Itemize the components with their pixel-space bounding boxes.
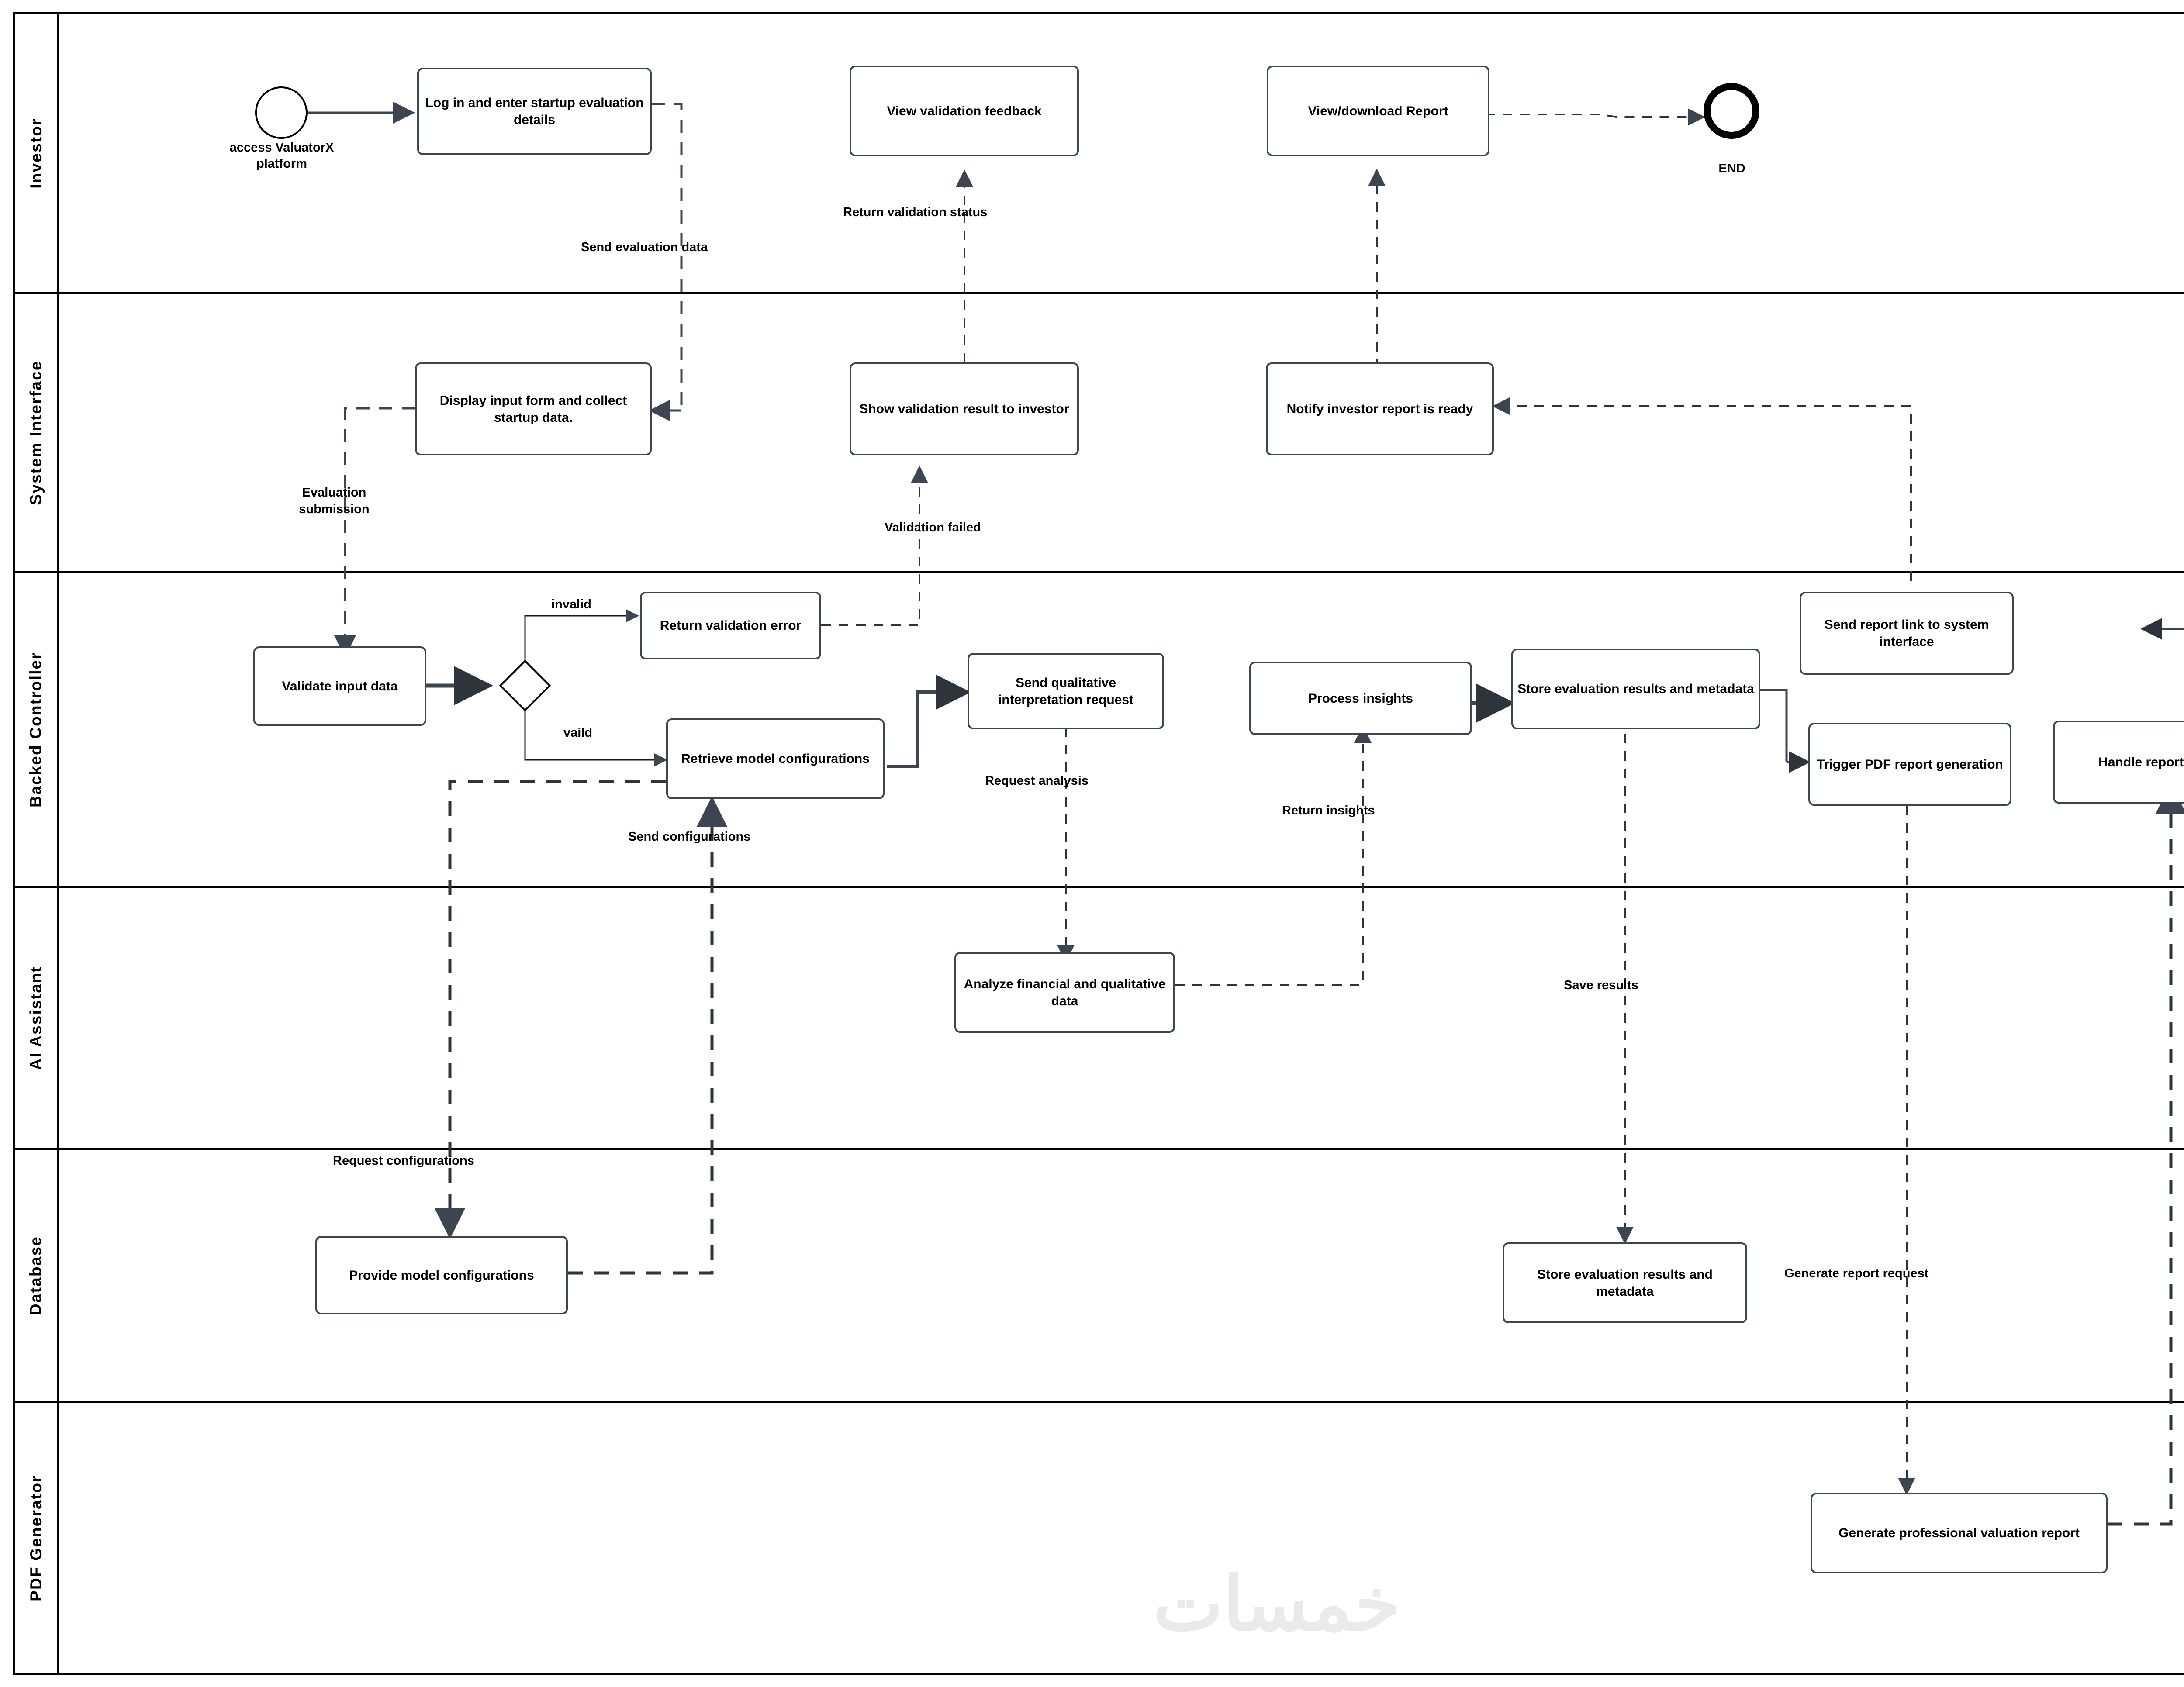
lane-backed-controller: Backed Controller bbox=[15, 573, 2184, 888]
task-store-evaluation-results-controller[interactable]: Store evaluation results and metadata bbox=[1511, 649, 1760, 729]
flow-label-invalid: invalid bbox=[551, 597, 591, 611]
lane-investor: Investor bbox=[15, 14, 2184, 294]
task-handle-report-output[interactable]: Handle report Output bbox=[2053, 721, 2184, 804]
task-return-validation-error[interactable]: Return validation error bbox=[640, 592, 821, 659]
task-show-validation-result[interactable]: Show validation result to investor bbox=[850, 362, 1079, 455]
flow-label-return-insights: Return insights bbox=[1282, 804, 1375, 818]
task-generate-professional-valuation-report[interactable]: Generate professional valuation report bbox=[1811, 1493, 2108, 1573]
task-analyze-financial-qualitative-data[interactable]: Analyze financial and qualitative data bbox=[954, 952, 1175, 1033]
lane-label-pdf-generator: PDF Generator bbox=[15, 1403, 59, 1673]
task-view-validation-feedback[interactable]: View validation feedback bbox=[850, 66, 1079, 156]
lane-ai-assistant: AI Assistant bbox=[15, 888, 2184, 1150]
lane-database: Database bbox=[15, 1150, 2184, 1403]
task-display-input-form[interactable]: Display input form and collect startup d… bbox=[415, 362, 652, 455]
task-retrieve-model-configurations[interactable]: Retrieve model configurations bbox=[666, 718, 885, 799]
flow-label-send-configurations: Send configurations bbox=[628, 830, 751, 844]
watermark: خمسات bbox=[1153, 1563, 1401, 1646]
flow-label-evaluation-submission: Evaluation submission bbox=[299, 486, 370, 516]
flow-label-send-evaluation-data: Send evaluation data bbox=[581, 240, 708, 254]
end-event-1-caption: END bbox=[1718, 162, 1745, 176]
lane-label-database: Database bbox=[15, 1150, 59, 1401]
flow-label-generate-report-request: Generate report request bbox=[1784, 1266, 1929, 1280]
task-send-qualitative-interpretation-request[interactable]: Send qualitative interpretation request bbox=[968, 653, 1164, 729]
end-event-1[interactable] bbox=[1704, 83, 1759, 139]
task-validate-input-data[interactable]: Validate input data bbox=[253, 646, 426, 726]
flow-label-save-results: Save results bbox=[1564, 978, 1638, 992]
task-store-evaluation-results-database[interactable]: Store evaluation results and metadata bbox=[1503, 1242, 1747, 1323]
start-event-access-platform[interactable] bbox=[255, 86, 308, 139]
lane-label-ai-assistant: AI Assistant bbox=[15, 888, 59, 1148]
lane-label-backed-controller: Backed Controller bbox=[15, 573, 59, 886]
task-process-insights[interactable]: Process insights bbox=[1249, 662, 1472, 735]
flow-label-validation-failed: Validation failed bbox=[885, 521, 981, 535]
process-pool: Investor System Interface Backed Control… bbox=[13, 12, 2184, 1675]
start-event-caption: access ValuatorX platform bbox=[229, 141, 334, 171]
lane-label-system-interface: System Interface bbox=[15, 294, 59, 571]
flow-label-request-configurations: Request configurations bbox=[333, 1154, 474, 1168]
task-notify-investor-report-ready[interactable]: Notify investor report is ready bbox=[1266, 362, 1494, 455]
lane-system-interface: System Interface bbox=[15, 294, 2184, 573]
task-provide-model-configurations[interactable]: Provide model configurations bbox=[315, 1236, 568, 1314]
task-send-report-link-to-system-interface[interactable]: Send report link to system interface bbox=[1800, 592, 2014, 675]
flow-label-return-validation-status: Return validation status bbox=[843, 205, 988, 219]
lane-pdf-generator: PDF Generator bbox=[15, 1403, 2184, 1673]
task-trigger-pdf-report-generation[interactable]: Trigger PDF report generation bbox=[1808, 723, 2011, 806]
task-log-in-enter-details[interactable]: Log in and enter startup evaluation deta… bbox=[417, 68, 652, 155]
flow-label-request-analysis: Request analysis bbox=[985, 774, 1089, 788]
flow-label-vaild: vaild bbox=[563, 726, 593, 740]
lane-label-investor: Investor bbox=[15, 14, 59, 292]
task-view-download-report[interactable]: View/download Report bbox=[1267, 66, 1489, 156]
